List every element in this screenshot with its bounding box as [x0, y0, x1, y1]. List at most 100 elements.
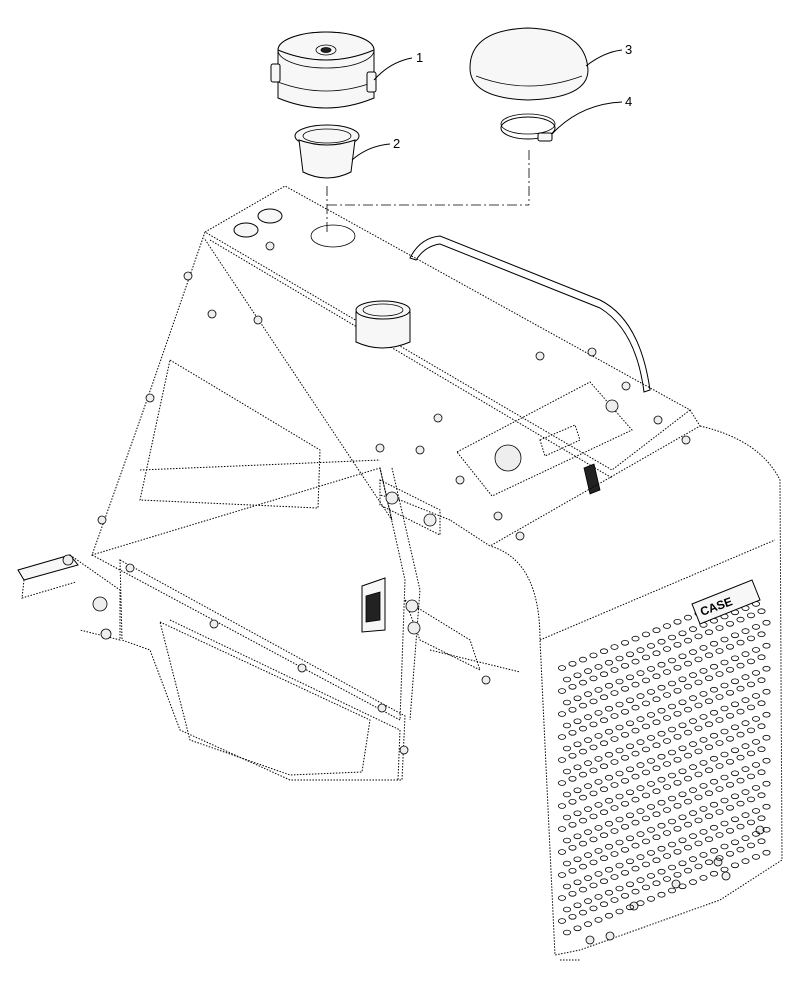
grille-hole: [652, 650, 661, 656]
grille-hole: [626, 651, 635, 658]
grille-hole: [689, 672, 698, 678]
grille-hole: [657, 730, 666, 737]
grille-hole: [668, 749, 677, 756]
grille-hole: [678, 860, 687, 867]
grille-hole: [747, 819, 756, 826]
grille-hole: [558, 711, 567, 717]
grille-hole: [673, 710, 682, 717]
grille-hole: [689, 741, 698, 747]
grille-hole: [694, 840, 703, 847]
grille-hole: [605, 843, 614, 850]
grille-hole: [600, 763, 609, 769]
grille-hole: [636, 831, 645, 837]
grille-hole: [741, 720, 750, 726]
grille-hole: [605, 774, 614, 781]
grille-hole: [663, 876, 672, 882]
grille-hole: [589, 744, 598, 751]
grille-hole: [626, 697, 635, 704]
grille-hole: [605, 728, 614, 735]
grille-hole: [762, 734, 771, 741]
grille-hole: [684, 637, 693, 644]
grille-hole: [705, 721, 714, 727]
grille-hole: [558, 918, 567, 924]
grille-hole: [726, 850, 735, 857]
grille-hole: [579, 725, 588, 732]
grille-hole: [589, 836, 598, 843]
grille-hole: [568, 890, 577, 897]
grille-hole: [568, 844, 577, 851]
grille-hole: [689, 787, 698, 793]
grille-hole: [652, 742, 661, 748]
grille-hole: [657, 707, 666, 714]
grille-hole: [710, 686, 719, 693]
callout-label-1: 1: [416, 50, 423, 65]
grille-hole: [699, 645, 708, 651]
grille-hole: [610, 782, 619, 788]
grille-hole: [668, 864, 677, 871]
grille-hole: [752, 808, 761, 814]
grille-hole: [726, 689, 735, 696]
grille-hole: [657, 845, 666, 852]
part-1-precleaner-cap: [270, 31, 377, 109]
grille-hole: [594, 664, 603, 670]
grille-hole: [726, 666, 735, 673]
grille-hole: [563, 722, 572, 729]
grille-hole: [647, 735, 656, 741]
grille-hole: [684, 798, 693, 805]
grille-hole: [615, 908, 624, 915]
grille-hole: [720, 774, 729, 781]
grille-hole: [720, 820, 729, 827]
grille-hole: [615, 770, 624, 777]
grille-hole: [726, 643, 735, 650]
grille-hole: [694, 679, 703, 686]
grille-hole: [757, 769, 766, 775]
grille-hole: [705, 652, 714, 658]
grille-hole: [657, 822, 666, 829]
grille-hole: [558, 803, 567, 809]
grille-hole: [741, 674, 750, 680]
grille-hole: [615, 655, 624, 662]
grille-hole: [715, 625, 724, 631]
grille-hole: [684, 706, 693, 713]
grille-hole: [573, 672, 582, 679]
grille-hole: [558, 780, 567, 786]
grille-hole: [741, 628, 750, 634]
grille-hole: [747, 704, 756, 711]
grille-hole: [652, 811, 661, 817]
grille-hole: [642, 815, 651, 822]
grille-hole: [705, 836, 714, 842]
grille-hole: [615, 862, 624, 869]
grille-hole: [600, 717, 609, 723]
grille-hole: [626, 789, 635, 796]
grille-hole: [694, 748, 703, 755]
grille-hole: [600, 648, 609, 654]
grille-hole: [752, 670, 761, 676]
grille-hole: [762, 642, 771, 649]
grille-hole: [736, 800, 745, 807]
grille-hole: [600, 786, 609, 792]
grille-hole: [563, 906, 572, 913]
grille-hole: [663, 738, 672, 744]
grille-hole: [573, 764, 582, 771]
grille-hole: [741, 697, 750, 703]
grille-hole: [615, 816, 624, 823]
grille-hole: [710, 778, 719, 785]
grille-hole: [558, 757, 567, 763]
grille-hole: [568, 752, 577, 759]
fastener-bolt: [721, 871, 731, 881]
grille-hole: [652, 857, 661, 863]
grille-hole: [684, 844, 693, 851]
callout-leaders: [351, 49, 623, 161]
grille-hole: [626, 674, 635, 681]
grille-hole: [720, 728, 729, 735]
grille-hole: [705, 767, 714, 773]
grille-hole: [589, 882, 598, 889]
grille-hole: [652, 765, 661, 771]
grille-hole: [689, 695, 698, 701]
grille-hole: [631, 658, 640, 665]
grille-hole: [626, 904, 635, 911]
grille-hole: [657, 868, 666, 875]
grille-hole: [605, 705, 614, 712]
grille-hole: [631, 819, 640, 826]
grille-hole: [594, 848, 603, 854]
